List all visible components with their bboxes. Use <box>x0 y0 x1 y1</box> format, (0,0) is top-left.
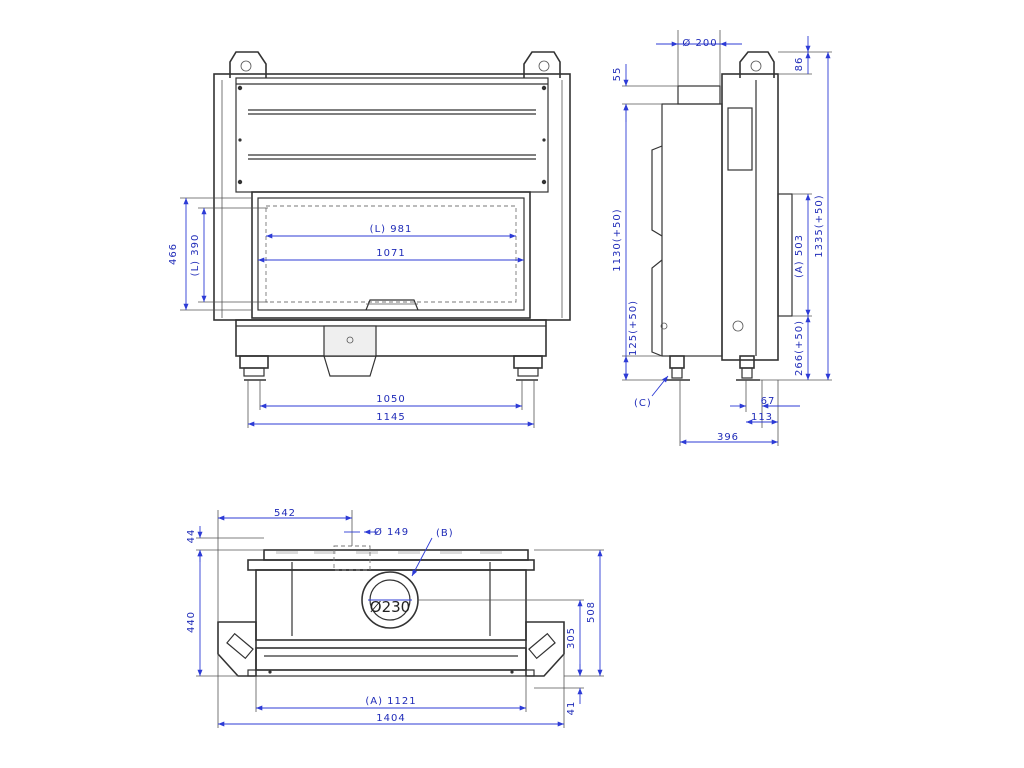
front-view: 466 (L) 390 (L) 981 1071 1050 1145 <box>168 51 571 428</box>
dim-depth-41: 41 <box>566 701 577 716</box>
dim-height-466: 466 <box>168 243 179 265</box>
dim-width-542: 542 <box>274 508 296 519</box>
dim-flue-230: Ø230 <box>370 598 410 616</box>
dim-flue-200: Ø 200 <box>682 37 717 49</box>
dim-depth-44: 44 <box>186 529 197 544</box>
dim-flue-149: Ø 149 <box>374 526 409 538</box>
callout-c: (C) <box>634 398 652 409</box>
dim-width-1050: 1050 <box>376 394 405 405</box>
dim-depth-508: 508 <box>586 601 597 623</box>
dim-width-1404: 1404 <box>376 713 405 724</box>
dim-depth-440: 440 <box>186 611 197 633</box>
dim-top-55: 55 <box>612 67 623 82</box>
dim-height-390: (L) 390 <box>190 234 201 277</box>
side-view: Ø 200 55 1130(+50) 125(+50) 86 1335(+50)… <box>612 30 832 446</box>
dim-depth-396: 396 <box>717 432 739 443</box>
dim-glass-981: (L) 981 <box>370 224 413 235</box>
dim-top-86: 86 <box>794 57 805 72</box>
dim-glass-1071: 1071 <box>376 248 405 259</box>
dim-height-503: (A) 503 <box>794 234 805 278</box>
dim-height-1130: 1130(+50) <box>612 208 623 271</box>
dim-width-1121: (A) 1121 <box>365 696 416 707</box>
dim-height-125: 125(+50) <box>628 300 639 356</box>
callout-b: (B) <box>436 528 454 539</box>
dim-depth-113: 113 <box>751 412 773 423</box>
dim-width-1145: 1145 <box>376 412 405 423</box>
dim-height-1335: 1335(+50) <box>814 194 825 257</box>
dim-depth-305: 305 <box>566 627 577 649</box>
top-view: 542 Ø 149 (B) Ø230 44 440 508 305 41 (A)… <box>186 508 604 728</box>
dim-height-266: 266(+50) <box>794 320 805 376</box>
dim-depth-67: 67 <box>761 396 776 407</box>
